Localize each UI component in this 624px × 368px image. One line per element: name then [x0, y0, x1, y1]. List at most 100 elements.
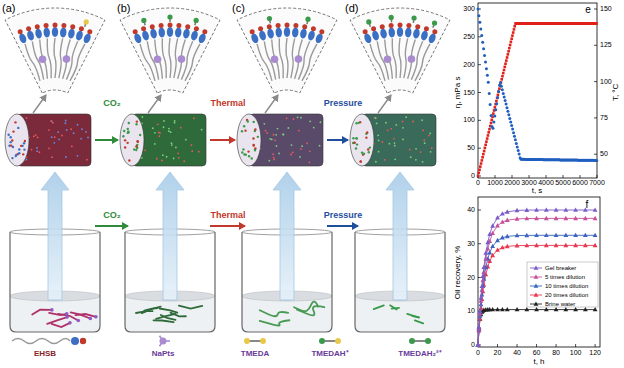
axis-tick [478, 36, 481, 37]
micelle-dot [412, 121, 414, 123]
micelle-dot [387, 129, 389, 131]
temperature-point [482, 153, 485, 156]
micelle-dot [166, 156, 168, 158]
micelle-dot [174, 122, 176, 124]
recovery-marker [554, 207, 559, 211]
tmeda-end [425, 338, 431, 344]
network-strand [32, 310, 52, 315]
recovery-marker [544, 207, 549, 211]
recovery-marker [573, 243, 578, 247]
micelle-face-dot [367, 148, 369, 150]
micelle-dot [291, 144, 293, 146]
micelle-dot [428, 135, 430, 137]
axis-tick [478, 148, 481, 149]
micelle-face-dot [10, 144, 12, 146]
surfactant-tip [168, 23, 173, 28]
tick-label: 0 [476, 179, 480, 187]
step-arrow [327, 139, 348, 141]
micelle-face [350, 114, 374, 166]
tick-label: 200 [463, 61, 475, 69]
micelle-wedge [5, 8, 105, 93]
temperature-point [512, 31, 515, 34]
micelle-dot [66, 129, 68, 131]
tmeda-molecule [194, 18, 199, 23]
micelle-dot [77, 155, 79, 157]
crosslink-node [65, 315, 69, 319]
tick-label: 150 [463, 89, 475, 97]
micelle-dot [198, 151, 200, 153]
recovery-marker [534, 233, 539, 237]
micelle-face-dot [361, 151, 363, 153]
surfactant-tip [141, 26, 146, 31]
recovery-marker [505, 244, 510, 248]
step-arrow [95, 225, 128, 227]
axis-tick [597, 175, 598, 178]
surfactant-tip [389, 23, 394, 28]
temperature-point [502, 72, 505, 75]
step-label: Thermal [210, 211, 245, 221]
temperature-point [500, 81, 503, 84]
surfactant-tip [258, 26, 263, 31]
micelle-dot [70, 128, 72, 130]
crosslink-node [94, 315, 98, 319]
tick-label: 20 [467, 274, 475, 282]
micelle-dot [393, 138, 395, 140]
micelle-dot [420, 151, 422, 153]
micelle-dot [51, 136, 53, 138]
micelle-face [5, 114, 29, 166]
viscosity-point [488, 92, 491, 95]
network-strand [392, 307, 399, 310]
beaker-liquid [242, 296, 332, 332]
micelle-face-dot [360, 160, 362, 162]
zoom-arrow-big [273, 172, 301, 300]
surfactant-head [266, 28, 274, 39]
axis-tick [563, 175, 564, 178]
micelle-dot [31, 149, 33, 151]
axis-tick [575, 344, 576, 347]
temperature-point [484, 144, 487, 147]
micelle-face-dot [244, 129, 246, 131]
tick-label: 0 [471, 341, 475, 349]
surfactant-tip [415, 24, 420, 29]
micelle-dot [422, 130, 424, 132]
legend-label: Brine water [545, 301, 575, 308]
surfactant-tail [404, 38, 408, 78]
axis-title: T, °C [613, 83, 622, 100]
surfactant-tip [18, 29, 23, 34]
micelle-dot [283, 134, 285, 136]
micelle-face-dot [241, 151, 243, 153]
step-arrow [327, 225, 358, 227]
micelle-face-dot [368, 151, 370, 153]
recovery-marker [573, 207, 578, 211]
viscosity-point [507, 113, 510, 116]
beaker-liquid [355, 296, 445, 332]
network-strand [47, 317, 67, 324]
micelle-face-dot [356, 143, 358, 145]
tmeda-end [409, 338, 415, 344]
micelle-face-dot [352, 137, 354, 139]
micelle-dot [423, 139, 425, 141]
recovery-marker [500, 235, 505, 239]
beaker-liquid [125, 296, 215, 332]
micelle-dot [154, 132, 156, 134]
zoom-arrow-big [156, 172, 184, 300]
micelle-dot [306, 142, 308, 144]
micelle-dot [297, 116, 299, 118]
legend-label: TMEDAH⁺ [311, 350, 348, 359]
temperature-point [498, 87, 501, 90]
micelle-face-dot [133, 148, 135, 150]
micelle-dot [177, 152, 179, 154]
legend-marker-sample [534, 283, 539, 287]
micelle-dot [405, 116, 407, 118]
recovery-marker [505, 218, 510, 222]
micelle-face-dot [20, 145, 22, 147]
micelle-dot [402, 121, 404, 123]
surfactant-tail [302, 44, 317, 81]
surfactant-tail [70, 44, 85, 81]
napts-molecule [384, 56, 392, 64]
micelle-dot [287, 127, 289, 129]
micelle-face-dot [139, 134, 141, 136]
axis-tick [478, 210, 481, 211]
recovery-marker [515, 216, 520, 220]
tmeda-end [260, 338, 266, 344]
